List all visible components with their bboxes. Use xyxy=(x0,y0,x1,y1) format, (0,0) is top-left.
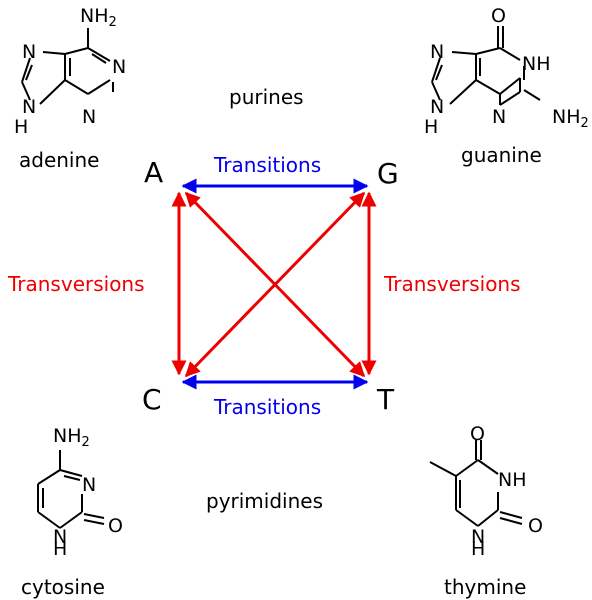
guanine-nh2: NH2 xyxy=(552,106,589,131)
adenine-n9-h: H xyxy=(14,116,28,138)
transversions-label-right: Transversions xyxy=(383,272,521,296)
thymine-o2: O xyxy=(528,515,543,537)
thymine-structure: O NH O N H xyxy=(429,423,543,560)
guanine-n9-n: N xyxy=(430,96,444,118)
adenine-n9-n: N xyxy=(22,96,36,118)
cytosine-n1-n: N xyxy=(53,526,67,548)
cytosine-n3: N xyxy=(82,474,96,496)
thymine-name: thymine xyxy=(444,575,526,599)
transversion-arrow-g-c xyxy=(184,191,366,378)
adenine-nh2: NH2 xyxy=(80,5,117,30)
cytosine-name: cytosine xyxy=(21,575,105,599)
cytosine-o: O xyxy=(108,515,123,537)
adenine-n3: N xyxy=(82,106,96,128)
guanine-n1: NH xyxy=(522,53,551,75)
thymine-n3: NH xyxy=(498,469,527,491)
transitions-label-bottom: Transitions xyxy=(213,395,321,419)
base-letter-g: G xyxy=(377,157,399,190)
guanine-n3: N xyxy=(492,106,506,128)
pyrimidines-label: pyrimidines xyxy=(206,489,323,513)
base-letter-a: A xyxy=(144,156,163,189)
transitions-label-top: Transitions xyxy=(213,153,321,177)
adenine-n1: N xyxy=(112,56,126,78)
thymine-o4: O xyxy=(470,423,485,445)
guanine-o: O xyxy=(491,5,506,27)
adenine-structure: NH2 N N N N H xyxy=(14,5,126,138)
transversions-label-left: Transversions xyxy=(7,272,145,296)
guanine-n7: N xyxy=(430,41,444,63)
adenine-name: adenine xyxy=(19,148,99,172)
guanine-structure: O NH N NH2 N N H xyxy=(424,5,589,138)
thymine-n1-h: H xyxy=(471,538,485,560)
guanine-name: guanine xyxy=(461,143,542,167)
thymine-n1-n: N xyxy=(471,526,485,548)
purines-label: purines xyxy=(229,85,304,109)
cytosine-nh2: NH2 xyxy=(53,425,90,450)
base-letter-t: T xyxy=(376,383,395,416)
cytosine-structure: NH2 N O N H xyxy=(37,425,123,560)
base-letter-c: C xyxy=(142,383,162,416)
adenine-n7: N xyxy=(22,41,36,63)
cytosine-n1-h: H xyxy=(53,538,67,560)
guanine-n9-h: H xyxy=(424,116,438,138)
